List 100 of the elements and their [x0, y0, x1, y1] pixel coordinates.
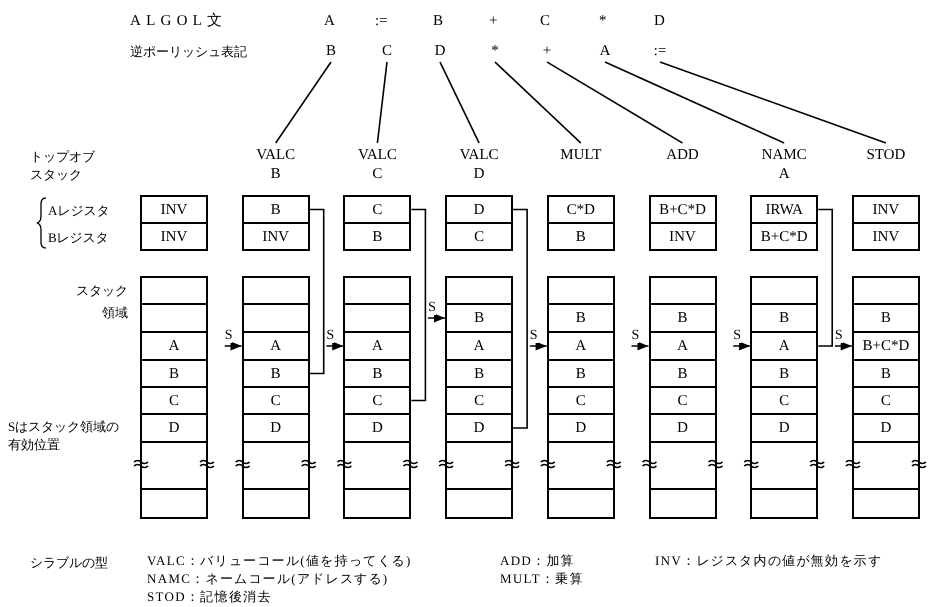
pointer-arrow — [530, 342, 547, 350]
stack-cell: C — [242, 386, 310, 415]
notation-token: + — [533, 40, 561, 62]
stack-cell — [546, 441, 615, 490]
notation-token: := — [646, 40, 674, 62]
stack-cell — [242, 441, 310, 490]
connector-line — [376, 62, 388, 144]
edge-label: S — [428, 301, 436, 315]
stack-cell: D — [445, 413, 514, 443]
stack-cell — [140, 488, 208, 519]
register-cell: B+C*D — [648, 195, 716, 224]
legend-entry: STOD：記憶後消去 — [147, 588, 272, 606]
register-cell: INV — [140, 195, 208, 224]
connector-line — [275, 62, 332, 144]
legend-entry: NAMC：ネームコール(アドレスする) — [147, 570, 388, 588]
stack-cell: D — [242, 413, 310, 443]
stack-cell: B — [852, 359, 920, 388]
stack-cell: A — [546, 331, 615, 361]
stack-cell — [852, 441, 920, 490]
stack-cell — [343, 488, 412, 519]
stack-cell — [140, 276, 208, 305]
stack-cell: D — [852, 413, 920, 443]
stack-cell: C — [750, 386, 818, 415]
stack-cell — [852, 488, 920, 519]
statement-token: := — [375, 12, 388, 31]
stack-cell: B — [546, 303, 615, 333]
syllable-label: VALC B — [226, 143, 326, 187]
stack-cell — [546, 276, 615, 305]
connector-line — [660, 61, 886, 144]
stack-cell: B — [750, 303, 818, 333]
stack-cell — [750, 276, 818, 305]
register-cell: D — [445, 195, 514, 224]
legend-entry: ADD：加算 — [500, 552, 575, 570]
stack-cell — [750, 488, 818, 519]
legend-heading: シラブルの型 — [30, 554, 108, 572]
stack-cell: C — [852, 386, 920, 415]
stack-cell: B — [852, 303, 920, 333]
edge-label: S — [834, 329, 843, 343]
stack-cell: C — [546, 386, 615, 415]
connector-line — [439, 62, 480, 144]
statement-token: A — [324, 12, 335, 31]
register-cell: INV — [242, 222, 310, 251]
stack-cell — [750, 441, 818, 490]
stack-cell: B — [242, 359, 310, 388]
stack-cell: D — [546, 413, 615, 443]
stack-cell — [242, 303, 310, 333]
register-cell: C*D — [546, 195, 615, 224]
notation-token: D — [426, 40, 454, 62]
stack-cell — [852, 276, 920, 305]
register-cell: B — [343, 222, 412, 251]
row-label: Sはスタック領域の有効位置 — [8, 418, 120, 454]
stack-cell: B — [546, 359, 615, 388]
notation-token: B — [317, 40, 345, 62]
register-cell: INV — [140, 222, 208, 251]
stack-cell: C — [140, 386, 208, 415]
statement-token: C — [540, 12, 550, 31]
legend-entry: MULT：乗算 — [500, 570, 584, 588]
connector-line — [546, 61, 683, 144]
stack-cell: D — [343, 413, 412, 443]
stack-cell: B — [750, 359, 818, 388]
stack-cell: D — [648, 413, 716, 443]
row-label: ALGOL文 — [130, 12, 228, 31]
stack-cell: C — [343, 386, 412, 415]
stack-cell — [445, 276, 514, 305]
connector-line — [513, 208, 528, 429]
stack-cell — [648, 441, 716, 490]
legend-entry: VALC：バリューコール(値を持ってくる) — [147, 552, 412, 570]
syllable-label: ADD — [632, 143, 732, 187]
edge-label: S — [224, 329, 232, 343]
stack-cell: A — [445, 331, 514, 361]
pointer-arrow — [632, 342, 648, 350]
stack-cell — [648, 488, 716, 519]
stack-cell: B — [343, 359, 412, 388]
edge-label: S — [632, 329, 640, 343]
stack-cell — [546, 488, 615, 519]
stack-cell: C — [648, 386, 716, 415]
stack-cell: A — [140, 331, 208, 361]
register-cell: IRWA — [750, 195, 818, 224]
stack-cell: D — [750, 413, 818, 443]
statement-token: + — [489, 12, 498, 31]
register-cell: C — [445, 222, 514, 251]
connector-line — [411, 208, 426, 402]
stack-cell — [140, 303, 208, 333]
syllable-label: STOD — [836, 143, 936, 187]
syllable-label: NAMC A — [734, 143, 834, 187]
stack-cell — [343, 441, 412, 490]
syllable-label: MULT — [530, 143, 631, 187]
edge-label: S — [733, 329, 741, 343]
stack-cell: A — [648, 331, 716, 361]
row-label: 逆ポーリッシュ表記 — [130, 43, 247, 61]
stack-cell: B+C*D — [852, 331, 920, 361]
stack-cell: A — [242, 331, 310, 361]
stack-cell — [242, 276, 310, 305]
register-cell: B — [242, 195, 310, 224]
stack-cell — [445, 441, 514, 490]
register-cell: INV — [852, 195, 920, 224]
stack-cell — [343, 276, 412, 305]
stack-cell: D — [140, 413, 208, 443]
connector-line — [494, 61, 582, 144]
stack-cell: C — [445, 386, 514, 415]
